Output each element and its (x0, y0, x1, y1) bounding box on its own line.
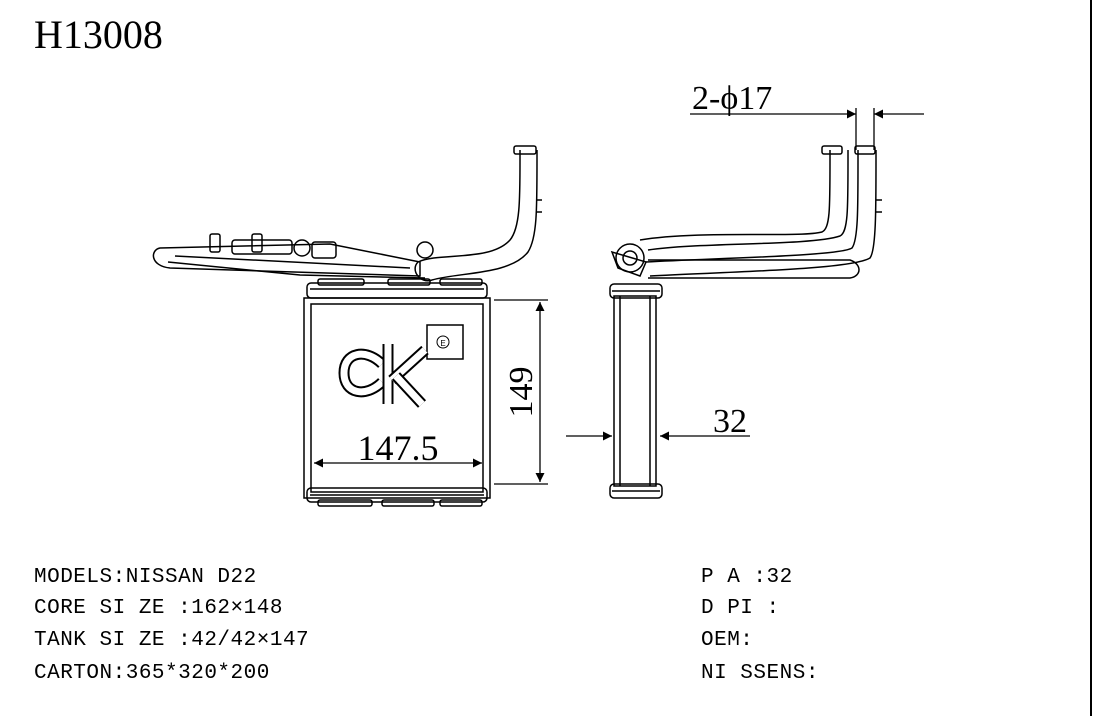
front-pipe-inner (431, 150, 538, 281)
part-number-title: H13008 (34, 12, 163, 57)
front-view (152, 145, 542, 507)
spec-pa: P A :32 (701, 566, 793, 589)
logo-c-inner (340, 350, 385, 396)
front-bottom-tank (306, 487, 488, 503)
front-top-tank (306, 282, 488, 299)
spec-models: MODELS:NISSAN D22 (34, 566, 257, 589)
thickness-label: 32 (713, 403, 747, 440)
logo-frame (426, 324, 464, 360)
front-bracket (152, 243, 421, 277)
height-dimension (494, 299, 548, 485)
pipe-spec-label: 2-ϕ17 (692, 80, 772, 117)
page-border-right (1090, 0, 1092, 716)
spec-oem: OEM: (701, 629, 754, 652)
logo-badge-circle (436, 335, 450, 349)
spec-carton: CARTON:365*320*200 (34, 662, 270, 685)
height-label: 149 (503, 367, 540, 418)
logo-badge-letter: E (440, 339, 445, 348)
spec-nissens: NI SSENS: (701, 662, 819, 685)
spec-core-size: CORE SI ZE :162×148 (34, 597, 283, 620)
front-pipe-outer (417, 150, 521, 263)
spec-dpi: D PI : (701, 597, 780, 620)
side-view (609, 145, 882, 499)
front-core-inner (310, 303, 484, 493)
spec-tank-size: TANK SI ZE :42/42×147 (34, 629, 310, 652)
front-core-outline (303, 297, 491, 499)
width-label: 147.5 (358, 428, 439, 468)
brand-logo (338, 335, 450, 408)
side-core (613, 295, 657, 487)
pipe-diameter-dimension (690, 108, 924, 150)
